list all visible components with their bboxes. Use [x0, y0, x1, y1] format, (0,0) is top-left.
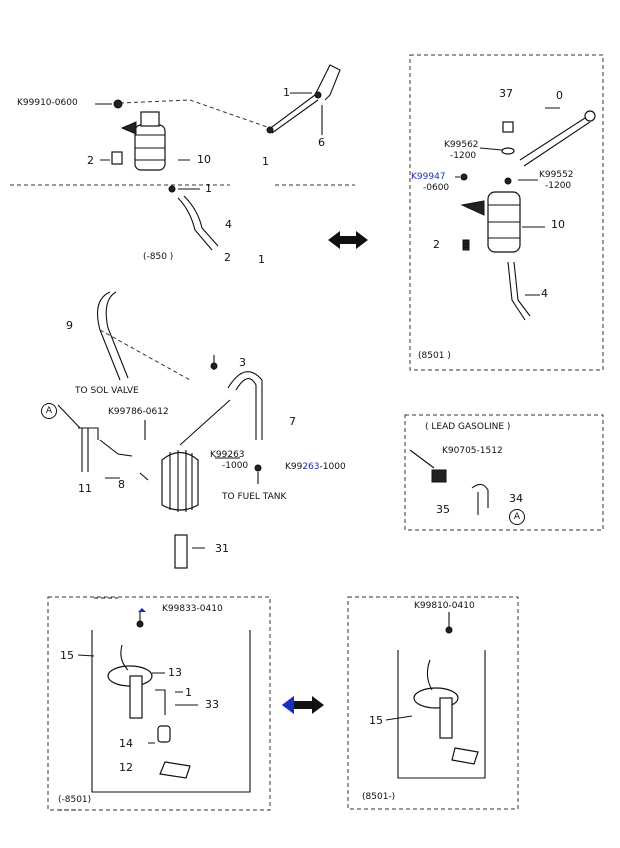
- ref-k99910: K99910-0600: [17, 98, 78, 108]
- pump-part-13: [107, 644, 153, 719]
- to-sol-valve-label: TO SOL VALVE: [75, 386, 139, 396]
- callout-1: 1: [283, 86, 290, 99]
- hose-part-9: [97, 291, 121, 381]
- callout-34: 34: [509, 492, 523, 505]
- part-33: [155, 689, 166, 715]
- callout-12: 12: [119, 761, 133, 774]
- ref-k99263b: K99263-1000: [285, 462, 346, 472]
- ref-k99562-sub: -1200: [450, 151, 477, 161]
- ref-k99786: K99786-0612: [108, 407, 169, 417]
- canister-part-10-new: [460, 191, 521, 253]
- bracket-part-35: [431, 469, 447, 483]
- bolt-part-37: [502, 121, 514, 133]
- callout-4-new: 4: [541, 287, 548, 300]
- callout-10: 10: [197, 153, 211, 166]
- pipe-part-0: [519, 117, 591, 167]
- hose-part-4-new: [507, 261, 531, 321]
- hose-part-31: [174, 534, 188, 569]
- ref-k99833: K99833-0410: [162, 604, 223, 614]
- callout-8-new: 8: [462, 238, 469, 251]
- variant-box-bottom-right: [347, 596, 519, 810]
- lead-gasoline-box: [404, 414, 604, 531]
- grommet-icon: [113, 99, 123, 109]
- callout-9: 9: [66, 319, 73, 332]
- clip-part-2: [111, 151, 123, 165]
- to-fuel-tank-label: TO FUEL TANK: [222, 492, 287, 502]
- ref-k99947: K99947: [411, 172, 446, 182]
- ref-k90705: K90705-1512: [442, 446, 503, 456]
- variant-box-top-right: [409, 54, 604, 371]
- callout-2b: 2: [224, 251, 231, 264]
- variant-label-bl: (-8501): [58, 795, 92, 805]
- swap-arrow-icon: [328, 231, 368, 249]
- ref-k99263a-sub: -1000: [222, 461, 249, 471]
- ref-k99562: K99562: [444, 140, 479, 150]
- callout-1b: 1: [262, 155, 269, 168]
- hose-part-6: [267, 64, 341, 131]
- variant-label-new: (8501 ): [418, 351, 451, 361]
- callout-4: 4: [225, 218, 232, 231]
- callout-2-new: 2: [433, 238, 440, 251]
- callout-1c: 1: [205, 182, 212, 195]
- callout-14: 14: [119, 737, 133, 750]
- callout-11: 11: [78, 482, 92, 495]
- callout-13: 13: [168, 666, 182, 679]
- tank-outline: [91, 630, 251, 793]
- ref-k99810: K99810-0410: [414, 601, 475, 611]
- variant-label-br: (8501-): [362, 792, 396, 802]
- callout-37: 37: [499, 87, 513, 100]
- ref-k99552-sub: -1200: [545, 181, 572, 191]
- callout-10-new: 10: [551, 218, 565, 231]
- lead-gasoline-title: ( LEAD GASOLINE ): [425, 422, 511, 432]
- callout-0: 0: [556, 89, 563, 102]
- callout-31: 31: [215, 542, 229, 555]
- callout-8: 8: [118, 478, 125, 491]
- hose-part-7: [227, 371, 263, 440]
- pump-part-15-new: [413, 659, 459, 739]
- callout-33: 33: [205, 698, 219, 711]
- callout-15: 15: [60, 649, 74, 662]
- circle-a-marker: A: [41, 403, 57, 419]
- ref-k99947-sub: -0600: [423, 183, 450, 193]
- canister-part-10: [120, 111, 166, 171]
- hose-part-4: [177, 197, 213, 251]
- leader-top: [119, 99, 271, 129]
- callout-35: 35: [436, 503, 450, 516]
- tank-outline-new: [397, 650, 486, 779]
- filter-part-8: [161, 450, 199, 512]
- filter-part-14: [157, 725, 171, 743]
- circle-a-marker-lead: A: [509, 509, 525, 525]
- callout-7: 7: [289, 415, 296, 428]
- bracket-part-11: [78, 427, 99, 472]
- callout-2: 2: [87, 154, 94, 167]
- variant-label-old: (-850 ): [143, 252, 174, 262]
- callout-1-bl: 1: [185, 686, 192, 699]
- callout-6: 6: [318, 136, 325, 149]
- ref-k99552: K99552: [539, 170, 574, 180]
- callout-3: 3: [239, 356, 246, 369]
- callout-1d: 1: [258, 253, 265, 266]
- clamp-part-34: [471, 483, 489, 515]
- callout-15-new: 15: [369, 714, 383, 727]
- variant-box-bottom-left: [47, 596, 271, 811]
- ref-k99263a: K99263: [210, 450, 245, 460]
- part-12: [159, 761, 191, 779]
